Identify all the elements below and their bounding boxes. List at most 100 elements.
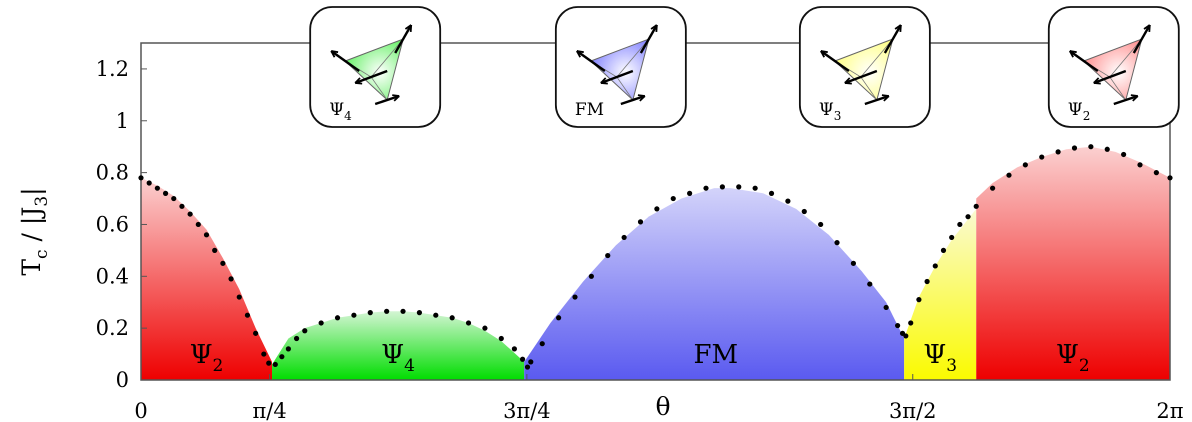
- spin-arrow: [1132, 24, 1151, 54]
- data-point: [940, 247, 947, 253]
- tetrahedron-face: [1082, 38, 1143, 101]
- data-point: [154, 185, 160, 191]
- data-point: [285, 346, 291, 352]
- data-point: [637, 219, 644, 225]
- tetrahedron-face: [589, 38, 650, 101]
- data-point: [449, 315, 455, 321]
- spin-arrow: [600, 69, 634, 85]
- region-0: [141, 177, 273, 380]
- data-point: [883, 304, 889, 311]
- spin-arrow: [883, 24, 902, 54]
- data-point: [236, 294, 242, 300]
- inset-0: Ψ4: [309, 6, 442, 128]
- data-point: [965, 214, 971, 220]
- data-points: [138, 144, 1173, 370]
- data-point: [670, 195, 676, 202]
- spin-arrowhead: [881, 94, 890, 102]
- data-point: [752, 185, 758, 191]
- spin-arrowhead: [600, 77, 608, 85]
- data-point: [138, 175, 144, 181]
- data-point: [949, 234, 955, 241]
- y-tick-label: 0.2: [96, 316, 129, 340]
- data-point: [384, 308, 390, 314]
- spin-arrowhead: [1130, 94, 1139, 102]
- phase-regions: [141, 146, 1170, 380]
- spin-arrow: [576, 50, 606, 72]
- data-point: [228, 276, 234, 282]
- data-point: [973, 203, 979, 209]
- spin-arrowhead: [392, 94, 400, 102]
- data-point: [266, 360, 272, 366]
- data-point: [220, 260, 226, 266]
- data-point: [244, 312, 251, 318]
- data-point: [768, 190, 775, 196]
- data-point: [465, 320, 472, 326]
- spin-arrowhead: [650, 24, 658, 33]
- y-tick-label: 1.2: [96, 57, 129, 81]
- data-point: [1071, 145, 1078, 151]
- x-tick-label: 3π/2: [889, 399, 937, 422]
- x-tick-label: 0: [134, 399, 147, 422]
- spin-arrowhead: [894, 24, 902, 33]
- data-point: [850, 260, 856, 266]
- spin-arrowhead: [576, 50, 584, 58]
- data-point: [171, 195, 177, 202]
- data-point: [400, 308, 406, 314]
- data-point: [1055, 149, 1061, 155]
- data-point: [801, 208, 807, 215]
- x-tick-label: 3π/4: [503, 399, 551, 422]
- data-point: [818, 221, 824, 228]
- inset-2: Ψ3: [798, 6, 931, 128]
- data-point: [556, 315, 562, 321]
- data-point: [195, 221, 201, 228]
- data-point: [293, 335, 300, 342]
- spin-arrowhead: [1093, 77, 1101, 85]
- data-point: [1121, 151, 1127, 158]
- data-point: [519, 356, 526, 362]
- spin-arrowhead: [1143, 24, 1151, 33]
- y-tick-label: 1: [116, 109, 129, 133]
- inset-label: FM: [575, 100, 604, 120]
- spin-arrow: [394, 24, 413, 54]
- data-point: [179, 203, 185, 209]
- data-point: [367, 310, 373, 316]
- x-tick-label: π/4: [253, 399, 287, 422]
- spin-arrowhead: [330, 50, 339, 58]
- data-point: [318, 320, 324, 326]
- region-label-1: Ψ4: [381, 340, 415, 376]
- x-axis-label: θ: [655, 392, 670, 421]
- region-2: [524, 188, 905, 380]
- spin-arrow: [820, 50, 850, 72]
- data-point: [719, 184, 725, 190]
- data-point: [957, 221, 963, 228]
- data-point: [572, 294, 578, 300]
- data-point: [203, 232, 210, 238]
- data-point: [785, 198, 791, 204]
- data-point: [1153, 170, 1159, 176]
- x-tick-label: 2π: [1156, 399, 1183, 422]
- data-point: [279, 354, 285, 360]
- y-axis-label: Tc / |J3|: [17, 187, 52, 275]
- data-point: [908, 320, 914, 326]
- y-tick-label: 0: [116, 368, 129, 392]
- data-point: [482, 325, 488, 331]
- data-point: [834, 240, 840, 246]
- data-point: [703, 185, 709, 191]
- data-point: [916, 297, 922, 303]
- data-point: [539, 341, 545, 347]
- spin-arrowhead: [637, 94, 646, 102]
- data-point: [302, 328, 308, 334]
- spin-arrow: [864, 94, 890, 106]
- data-point: [416, 310, 423, 316]
- data-point: [687, 190, 693, 196]
- spin-arrow: [354, 69, 388, 85]
- data-point: [261, 351, 267, 357]
- y-tick-label: 0.6: [96, 212, 129, 236]
- spin-arrow: [330, 50, 360, 72]
- data-point: [588, 273, 594, 279]
- spin-arrowhead: [844, 77, 852, 85]
- data-point: [524, 364, 531, 370]
- data-point: [1137, 162, 1143, 168]
- inset-3: Ψ2: [1047, 6, 1180, 128]
